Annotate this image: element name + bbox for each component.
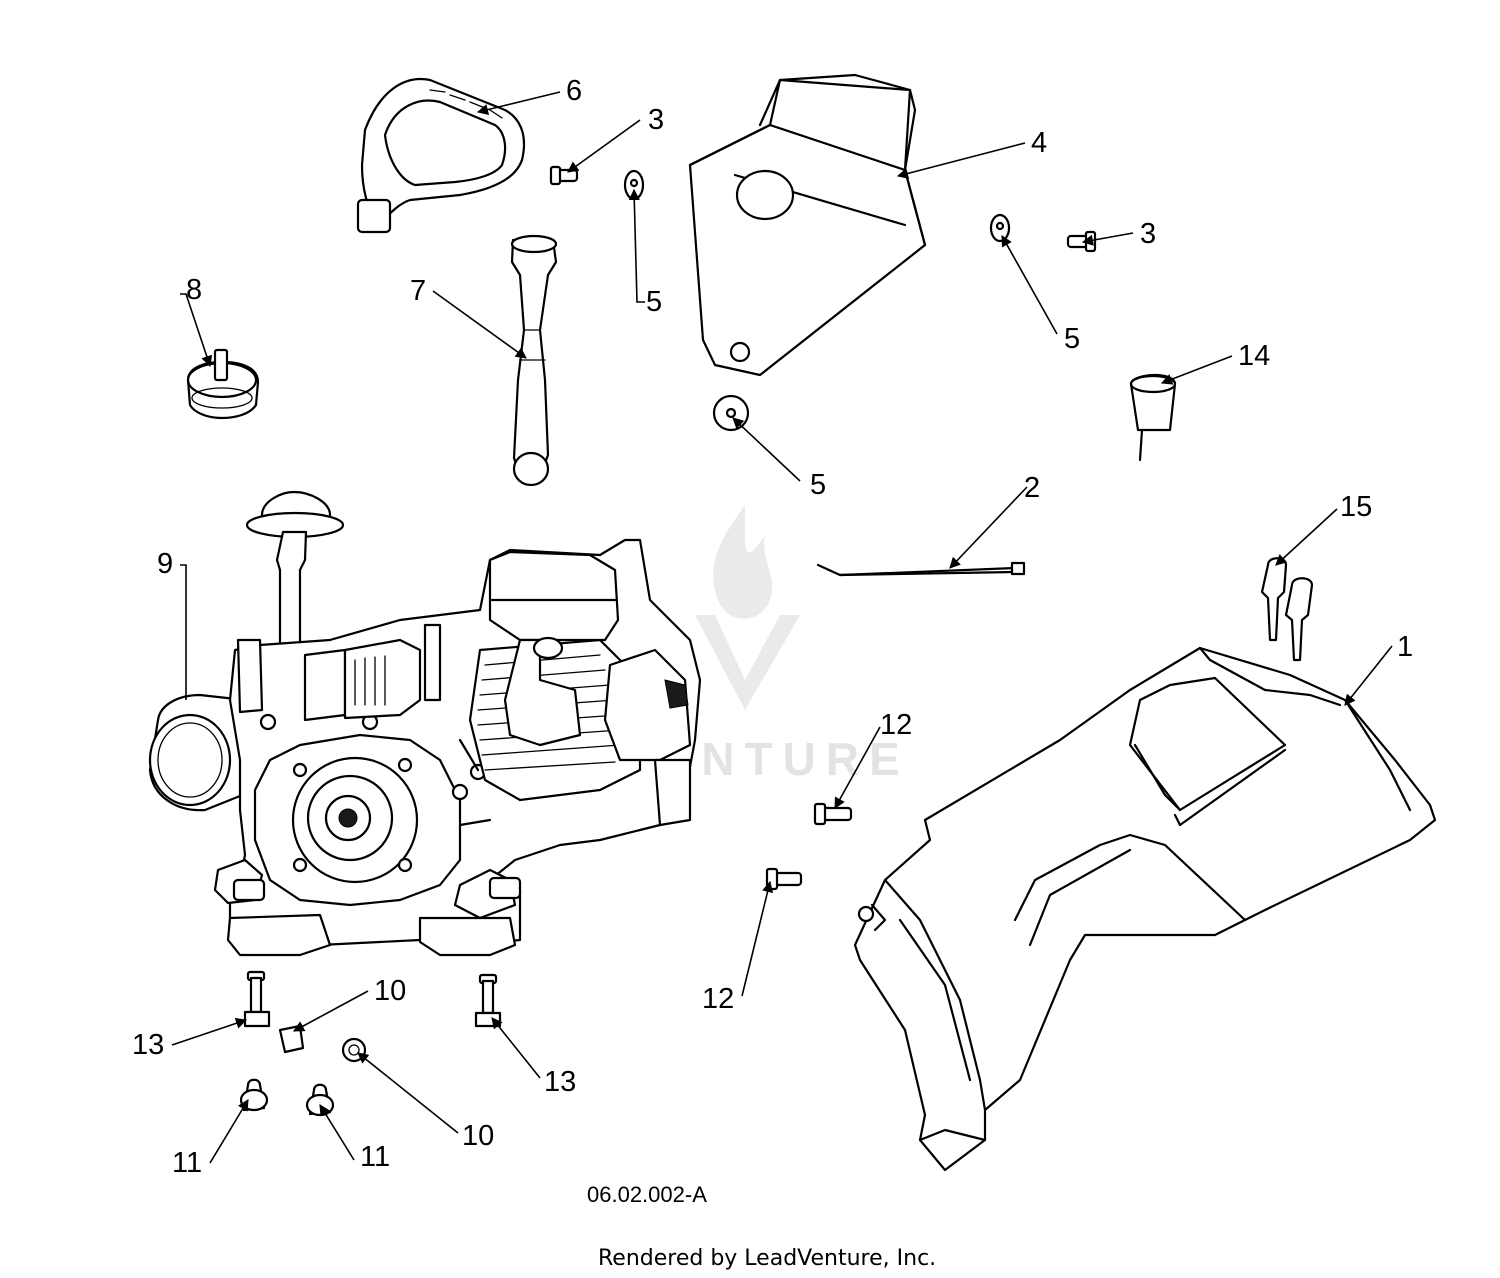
callouts: 6 3 5 4 3 5 14 5 8 7 2 15 1 9 12 12 10 1… bbox=[132, 75, 1413, 1179]
callout-15: 15 bbox=[1340, 491, 1372, 523]
callout-10a: 10 bbox=[374, 975, 406, 1007]
callout-6: 6 bbox=[566, 75, 582, 107]
part-13-bolt-2 bbox=[474, 973, 502, 1028]
part-15-spark-boots bbox=[1260, 557, 1314, 662]
callout-12a: 12 bbox=[880, 709, 912, 741]
leader-13a bbox=[171, 1017, 248, 1046]
engine-assembly bbox=[148, 490, 702, 957]
leader-6 bbox=[476, 91, 561, 116]
callout-7: 7 bbox=[410, 275, 426, 307]
callout-12b: 12 bbox=[702, 983, 734, 1015]
callout-11a: 11 bbox=[172, 1147, 202, 1179]
leader-3b bbox=[1081, 232, 1134, 246]
callout-9: 9 bbox=[157, 548, 173, 580]
part-7-dipstick bbox=[510, 234, 558, 487]
part-12-bolt-2 bbox=[765, 867, 803, 891]
part-10-nut-1 bbox=[278, 1024, 305, 1054]
leader-3a bbox=[567, 119, 641, 173]
callout-5b: 5 bbox=[1064, 323, 1080, 355]
callout-1: 1 bbox=[1397, 631, 1413, 663]
leader-8 bbox=[180, 293, 213, 368]
callout-3a: 3 bbox=[648, 104, 664, 136]
rendered-by-footer: Rendered by LeadVenture, Inc. bbox=[598, 1246, 936, 1271]
part-8-cap bbox=[186, 348, 260, 420]
part-2-cable-tie bbox=[816, 561, 1026, 577]
leader-10b bbox=[357, 1052, 459, 1134]
callout-11b: 11 bbox=[360, 1141, 390, 1173]
part-6-handle bbox=[356, 78, 526, 234]
leader-5a bbox=[628, 188, 645, 303]
callout-14: 14 bbox=[1238, 340, 1270, 372]
part-9-intake bbox=[148, 693, 257, 812]
leader-2 bbox=[949, 486, 1028, 569]
part-13-bolt-1 bbox=[243, 970, 271, 1028]
callout-13b: 13 bbox=[544, 1066, 576, 1098]
drawing-id: 06.02.002-A bbox=[587, 1182, 707, 1207]
callout-3b: 3 bbox=[1140, 218, 1156, 250]
callout-4: 4 bbox=[1031, 127, 1047, 159]
callout-8: 8 bbox=[186, 274, 202, 306]
leader-lines bbox=[171, 91, 1393, 1164]
callout-5c: 5 bbox=[810, 469, 826, 501]
callout-10b: 10 bbox=[462, 1120, 494, 1152]
leader-12a bbox=[834, 726, 881, 809]
leader-11a bbox=[209, 1099, 249, 1164]
leader-10a bbox=[293, 990, 369, 1032]
part-3-bolt-top bbox=[549, 165, 579, 186]
leader-12b bbox=[741, 880, 774, 997]
part-4-shield bbox=[688, 73, 927, 377]
part-5-washer-3 bbox=[712, 394, 750, 432]
leader-15 bbox=[1275, 508, 1338, 566]
part-11-cap-2 bbox=[305, 1083, 335, 1117]
leader-5b bbox=[1001, 235, 1058, 335]
leader-11b bbox=[319, 1104, 355, 1161]
part-1-shroud bbox=[853, 646, 1437, 1172]
callout-5a: 5 bbox=[646, 286, 662, 318]
leader-14 bbox=[1160, 355, 1233, 385]
part-3-bolt-right bbox=[1066, 230, 1097, 253]
part-5-washer-2 bbox=[989, 213, 1011, 243]
callout-2: 2 bbox=[1024, 472, 1040, 504]
leader-5c bbox=[732, 417, 801, 482]
leader-1 bbox=[1344, 645, 1393, 706]
leader-7 bbox=[432, 290, 527, 359]
part-12-bolt-1 bbox=[813, 802, 853, 826]
leader-13b bbox=[491, 1017, 541, 1079]
leader-4 bbox=[896, 142, 1026, 179]
part-10-nut-2 bbox=[341, 1037, 367, 1063]
part-14-clip bbox=[1129, 373, 1177, 462]
callout-13a: 13 bbox=[132, 1029, 164, 1061]
leader-9 bbox=[180, 564, 187, 700]
